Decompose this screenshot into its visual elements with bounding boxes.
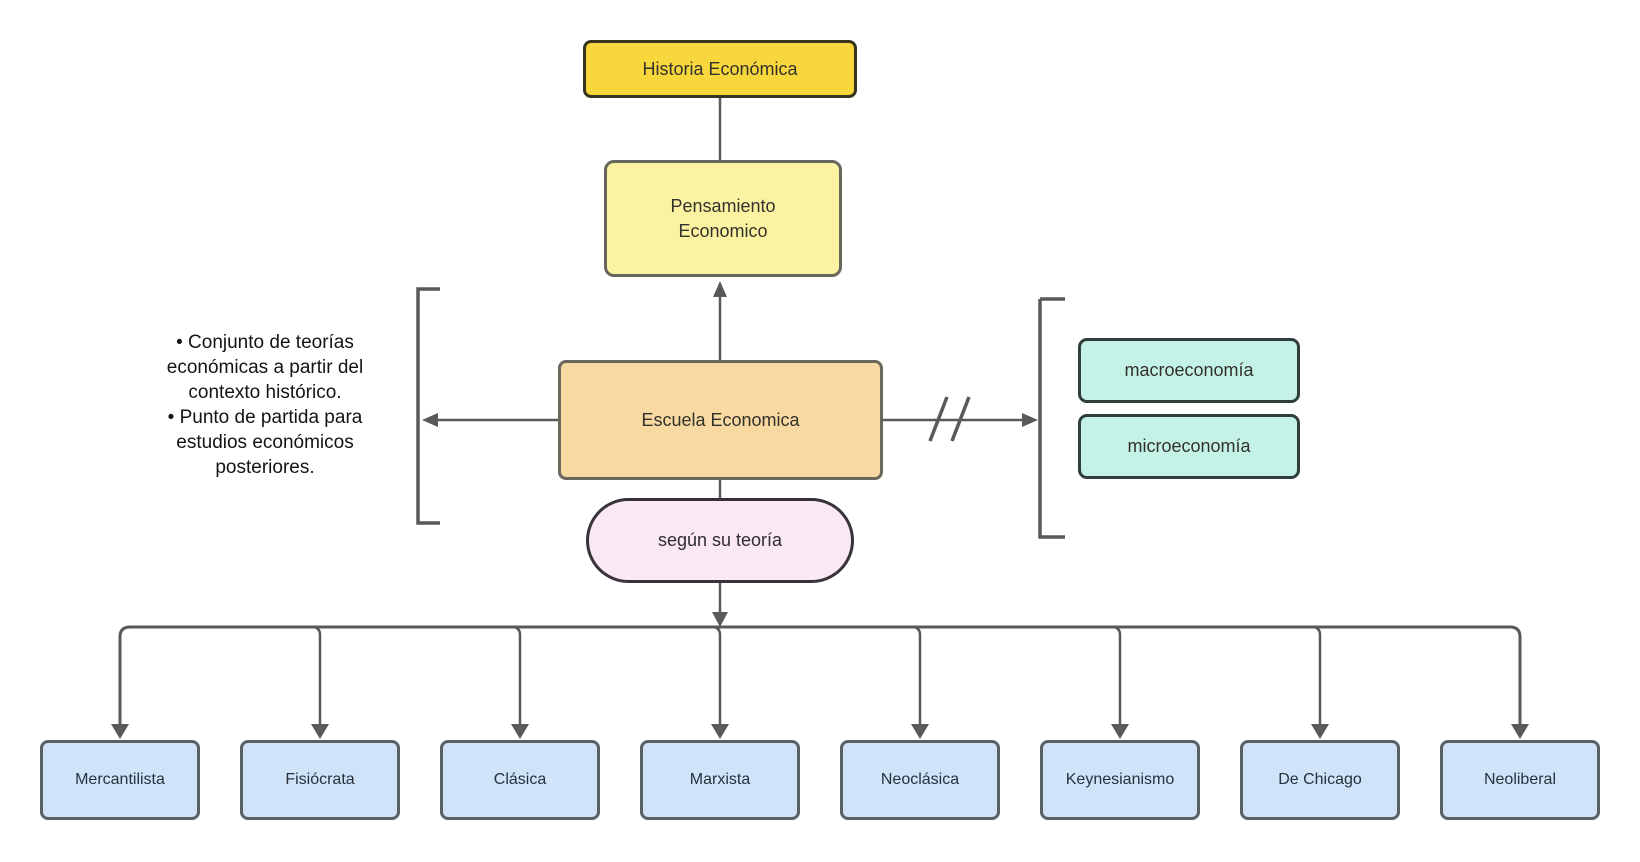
arrow-school-to-definition: [422, 413, 558, 427]
arrow-school-to-thought: [713, 281, 727, 360]
definition-note: • Conjunto de teorías económicas a parti…: [166, 332, 364, 478]
school-node-mercantilista: Mercantilista: [40, 740, 200, 820]
school-node-clasica: Clásica: [440, 740, 600, 820]
tree-branches: [311, 625, 1322, 728]
escuela-economica-node: Escuela Economica: [558, 360, 883, 480]
pensamiento-economico-node: Pensamiento Economico: [604, 160, 842, 277]
arrow-criterion-to-tree: [712, 583, 728, 627]
right-bracket: [1038, 297, 1065, 539]
school-node-keynesianismo: Keynesianismo: [1040, 740, 1200, 820]
school-node-de-chicago: De Chicago: [1240, 740, 1400, 820]
school-node-marxista: Marxista: [640, 740, 800, 820]
break-marks: [928, 396, 971, 442]
macroeconomia-node: macroeconomía: [1078, 338, 1300, 403]
school-node-neoliberal: Neoliberal: [1440, 740, 1600, 820]
school-node-neoclasica: Neoclásica: [840, 740, 1000, 820]
tree-rail: [118, 625, 1522, 728]
segun-su-teoria-pill: según su teoría: [586, 498, 854, 583]
tree-arrowheads: [111, 724, 1529, 739]
microeconomia-node: microeconomía: [1078, 414, 1300, 479]
arrow-school-to-division: [883, 396, 1038, 442]
left-bracket: [416, 287, 440, 525]
historia-economica-node: Historia Económica: [583, 40, 857, 98]
school-node-fisiocrata: Fisiócrata: [240, 740, 400, 820]
